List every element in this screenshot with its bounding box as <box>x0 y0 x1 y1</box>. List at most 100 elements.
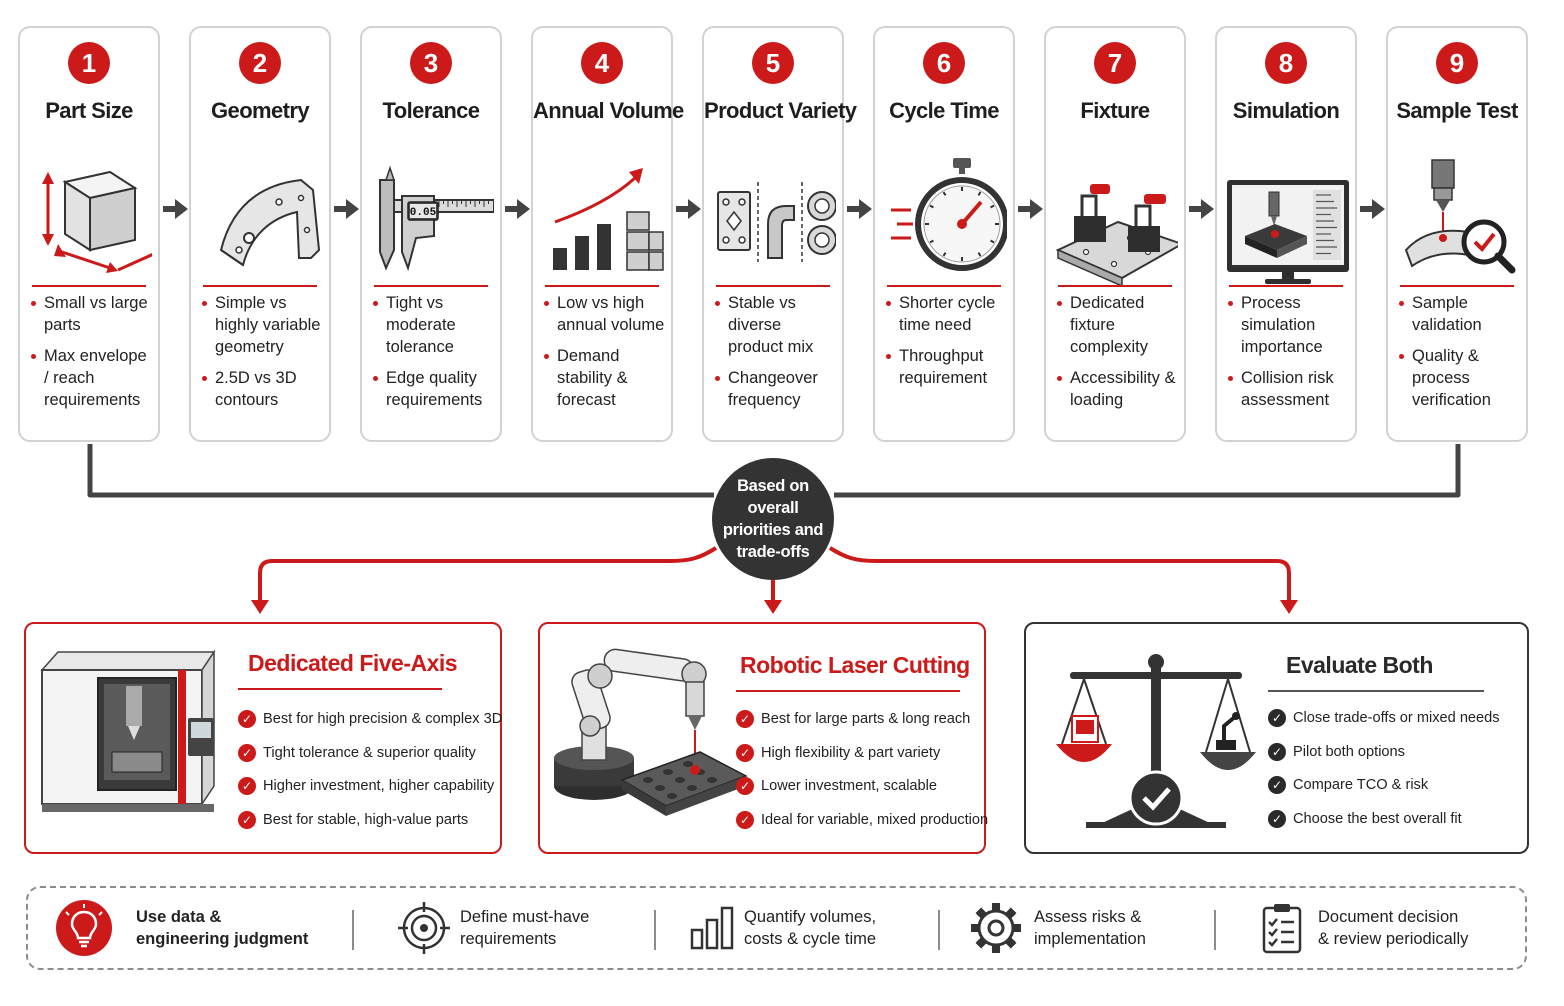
step-bullet: Throughput requirement <box>883 345 1009 389</box>
option-benefit-text: Best for large parts & long reach <box>761 711 971 727</box>
guidance-separator <box>1214 910 1216 950</box>
check-circle-icon: ✓ <box>238 777 256 796</box>
option-benefit: ✓Lower investment, scalable <box>736 775 988 809</box>
option-benefit: ✓Best for stable, high-value parts <box>238 809 502 843</box>
step-bullet: Sample validation <box>1396 292 1522 336</box>
guidance-separator <box>352 910 354 950</box>
guidance-line: engineering judgment <box>136 930 309 948</box>
arrowhead-right <box>1280 600 1298 614</box>
step-divider <box>1229 285 1343 287</box>
option-benefit: ✓Tight tolerance & superior quality <box>238 742 502 776</box>
option-benefits: ✓Best for high precision & complex 3D✓Ti… <box>238 708 502 842</box>
option-benefit: ✓Best for large parts & long reach <box>736 708 988 742</box>
gather-line <box>87 444 1461 498</box>
step-number-badge: 3 <box>410 42 452 84</box>
guidance-line: Quantify volumes, <box>744 908 877 926</box>
step-number-badge: 7 <box>1094 42 1136 84</box>
option-benefits: ✓Close trade-offs or mixed needs✓Pilot b… <box>1268 707 1500 841</box>
check-circle-icon: ✓ <box>736 810 754 829</box>
option-title: Robotic Laser Cutting <box>740 652 970 678</box>
option-benefit: ✓Close trade-offs or mixed needs <box>1268 707 1500 741</box>
step-bullet: Quality & process verification <box>1396 345 1522 411</box>
check-circle-icon: ✓ <box>736 743 754 762</box>
guidance-text: Document decision & review periodically <box>1318 906 1468 950</box>
guidance-line: Define must-have <box>460 908 590 926</box>
arrowhead-left <box>251 600 269 614</box>
step-arrow-icon <box>847 198 873 220</box>
guidance-line: & review periodically <box>1318 930 1469 948</box>
arrowhead-center <box>764 600 782 614</box>
option-divider <box>1268 690 1484 692</box>
branch-line-right <box>828 546 1291 602</box>
bar-chart-icon <box>684 900 740 956</box>
option-benefit: ✓Best for high precision & complex 3D <box>238 708 502 742</box>
option-benefit: ✓ High flexibility & part variety <box>736 742 988 776</box>
balance-scale-icon <box>1056 648 1256 828</box>
option-benefit: ✓Choose the best overall fit <box>1268 808 1500 842</box>
five-axis-machine-icon <box>38 644 238 814</box>
guidance-text: Assess risks & implementation <box>1034 906 1146 950</box>
step-bullet: Tight vs moderate tolerance <box>370 292 496 358</box>
step-bullet: Changeover frequency <box>712 367 838 411</box>
step-bullet: Accessibility & loading <box>1054 367 1180 411</box>
step-bullet: 2.5D vs 3D contours <box>199 367 325 411</box>
guidance-line: requirements <box>460 930 557 948</box>
branch-line-left <box>258 546 718 602</box>
step-title: Geometry <box>211 98 310 123</box>
option-card: Robotic Laser Cutting ✓Best for large pa… <box>538 622 988 854</box>
check-circle-icon: ✓ <box>1268 742 1286 761</box>
hub-text: Based on overall priorities and trade-of… <box>722 477 824 561</box>
step-card: 5 Product Variety Stable vs diverse prod… <box>702 26 857 442</box>
step-number-badge: 8 <box>1265 42 1307 84</box>
step-number-badge: 1 <box>68 42 110 84</box>
option-benefit: ✓Higher investment, higher capability <box>238 775 502 809</box>
caliper-icon: 0.05 <box>372 140 495 285</box>
step-number-badge: 2 <box>239 42 281 84</box>
option-benefit-text: Close trade-offs or mixed needs <box>1293 710 1500 726</box>
step-number-badge: 6 <box>923 42 965 84</box>
step-number-badge: 9 <box>1436 42 1478 84</box>
step-arrow-icon <box>163 198 189 220</box>
step-bullet: Edge quality requirements <box>370 367 496 411</box>
option-benefit-text: High flexibility & part variety <box>761 744 941 761</box>
option-card: Dedicated Five-Axis ✓Best for high preci… <box>24 622 502 854</box>
option-card: Evaluate Both ✓Close trade-offs or mixed… <box>1024 622 1529 854</box>
robot-arm-laser-icon <box>548 630 748 820</box>
guidance-text: Use data & engineering judgment <box>136 906 308 950</box>
option-benefit-text: Tight tolerance & superior quality <box>263 744 476 761</box>
step-title: Part Size <box>45 98 133 123</box>
gear-icon <box>968 900 1024 956</box>
step-bullet: Process simulation importance <box>1225 292 1351 358</box>
step-number-badge: 4 <box>581 42 623 84</box>
step-divider <box>545 285 659 287</box>
step-card: 3 Tolerance 0.05 Tight vs moderate toler… <box>360 26 502 442</box>
option-divider <box>736 690 960 692</box>
check-circle-icon: ✓ <box>238 710 256 728</box>
option-title: Evaluate Both <box>1286 652 1433 678</box>
step-bullet: Low vs high annual volume <box>541 292 667 336</box>
step-divider <box>203 285 317 287</box>
caliper-reading: 0.05 <box>410 207 437 219</box>
step-arrow-icon <box>1189 198 1215 220</box>
step-card: 2 Geometry Simple vs highly variable geo… <box>189 26 331 442</box>
simulation-monitor-icon <box>1227 140 1349 285</box>
option-divider <box>238 688 442 690</box>
step-title: Product Variety <box>704 98 857 123</box>
guidance-separator <box>654 910 656 950</box>
option-benefit: ✓Compare TCO & risk <box>1268 774 1500 808</box>
option-benefit-text: Best for stable, high-value parts <box>263 811 469 828</box>
guidance-line: Use data & <box>136 908 222 926</box>
step-divider <box>32 285 146 287</box>
inspection-magnifier-icon <box>1398 140 1520 285</box>
step-title: Cycle Time <box>889 98 999 123</box>
option-benefit-text: Compare TCO & risk <box>1293 777 1429 794</box>
